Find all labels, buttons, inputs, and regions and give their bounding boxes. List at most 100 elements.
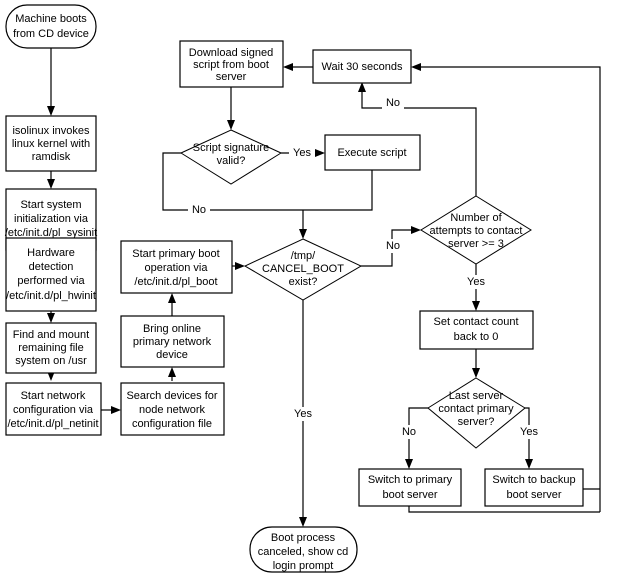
arrowhead-isolinux <box>47 106 55 116</box>
node-switchprimary[interactable]: Switch to primary boot server <box>358 468 462 507</box>
arrowhead-cancelboot-left <box>235 262 245 270</box>
resetcount-label-line-0: Set contact count <box>434 316 519 328</box>
plboot-shape <box>120 240 233 294</box>
arrowhead-wait30-right <box>411 63 421 71</box>
attempts-label-line-1: attempts to contact <box>430 225 523 237</box>
edge-execscript-to-join <box>303 170 373 211</box>
plboot-label-line-2: /etc/init.d/pl_boot <box>134 276 217 288</box>
wait30-label: Wait 30 seconds <box>322 61 403 73</box>
mountusr-label-line-0: Find and mount <box>13 329 89 341</box>
execscript-label: Execute script <box>337 147 406 159</box>
endcancel-label-line-1: canceled, show cd <box>258 546 349 558</box>
node-start[interactable]: Machine boots from CD device <box>5 4 97 49</box>
hwinit-label-line-1: detection <box>29 261 74 273</box>
arrowhead-sigvalid <box>227 120 235 130</box>
edge-lastserver-no <box>408 407 428 462</box>
arrowhead-bringonline <box>168 367 176 377</box>
node-attempts[interactable]: Number of attempts to contact server >= … <box>420 195 532 265</box>
edge-label-attempts-yes: Yes <box>467 276 485 288</box>
plboot-label-line-0: Start primary boot <box>132 248 219 260</box>
arrowhead-resetcount <box>472 301 480 311</box>
edge-label-sig-yes: Yes <box>293 147 311 159</box>
sig-yes-label-bg <box>289 146 315 160</box>
arrowhead-attempts-left <box>411 226 421 234</box>
sysinit-label-line-0: Start system <box>20 199 81 211</box>
node-resetcount[interactable]: Set contact count back to 0 <box>419 310 534 350</box>
arrowhead-switchprimary <box>405 459 413 469</box>
switchprimary-label-line-1: boot server <box>382 489 437 501</box>
last-yes-label-bg <box>516 425 542 439</box>
node-sigvalid[interactable]: Script signature valid? <box>179 129 283 185</box>
edge-rightbus-to-wait30 <box>418 66 601 512</box>
node-mountusr[interactable]: Find and mount remaining file system on … <box>5 322 97 374</box>
download-shape <box>179 40 284 88</box>
searchdev-label-line-2: configuration file <box>132 418 212 430</box>
searchdev-label-line-0: Search devices for <box>126 390 217 402</box>
node-hwinit[interactable]: Hardware detection performed via /etc/in… <box>5 237 97 312</box>
cancelboot-label-line-1: CANCEL_BOOT <box>262 263 344 275</box>
cancelboot-label-line-2: exist? <box>289 276 318 288</box>
start-label-line-0: Machine boots <box>15 13 87 25</box>
lastserver-label-line-1: contact primary <box>438 403 514 415</box>
isolinux-shape <box>5 115 97 172</box>
attempts-yes-label-bg <box>463 275 489 289</box>
wait30-shape <box>312 49 412 84</box>
netinit-label-line-0: Start network <box>21 390 86 402</box>
endcancel-label-line-2: login prompt <box>273 560 334 572</box>
node-download[interactable]: Download signed script from boot server <box>179 40 284 88</box>
sig-no-label-bg <box>188 203 210 217</box>
edge-labels: Yes No No No Yes Yes No Yes <box>188 96 542 439</box>
sigvalid-label-line-0: Script signature <box>193 142 269 154</box>
plboot-label-line-1: operation via <box>145 262 209 274</box>
cancelboot-label-line-0: /tmp/ <box>291 250 316 262</box>
netinit-label-line-1: configuration via <box>13 404 94 416</box>
netinit-label-line-2: /etc/init.d/pl_netinit <box>7 418 98 430</box>
node-endcancel[interactable]: Boot process canceled, show cd login pro… <box>249 526 358 573</box>
isolinux-label-line-1: linux kernel with <box>12 138 90 150</box>
arrowhead-plboot <box>168 293 176 303</box>
arrowhead-lastserver <box>472 368 480 378</box>
switchprimary-shape <box>358 468 462 507</box>
mountusr-shape <box>5 322 97 374</box>
node-wait30[interactable]: Wait 30 seconds <box>312 49 412 84</box>
edge-label-last-no: No <box>402 426 416 438</box>
arrowhead-download-right <box>283 63 293 71</box>
switchprimary-label-line-0: Switch to primary <box>368 474 453 486</box>
arrowhead-execscript <box>315 149 325 157</box>
edge-label-attempts-no: No <box>386 97 400 109</box>
switchbackup-shape <box>484 468 584 507</box>
node-netinit[interactable]: Start network configuration via /etc/ini… <box>5 382 102 436</box>
arrowhead-sysinit <box>47 179 55 189</box>
edge-label-sig-no: No <box>192 204 206 216</box>
sysinit-label-line-2: /etc/init.d/pl_sysinit <box>5 227 97 239</box>
hwinit-shape <box>5 237 97 312</box>
node-plboot[interactable]: Start primary boot operation via /etc/in… <box>120 240 233 294</box>
node-lastserver[interactable]: Last server contact primary server? <box>427 377 526 449</box>
arrowhead-switchbackup <box>525 459 533 469</box>
resetcount-shape <box>419 310 534 350</box>
hwinit-label-line-2: performed via <box>17 275 85 287</box>
attempts-shape <box>420 195 532 265</box>
hwinit-label-line-3: /etc/init.d/pl_hwinit <box>6 290 96 302</box>
bringonline-shape <box>120 315 225 368</box>
arrowhead-cancelboot-top <box>299 229 307 239</box>
start-shape <box>5 4 97 49</box>
arrowhead-endcancel <box>299 517 307 527</box>
sigvalid-label-line-1: valid? <box>217 155 246 167</box>
node-searchdev[interactable]: Search devices for node network configur… <box>120 382 225 436</box>
mountusr-label-line-2: system on /usr <box>15 355 87 367</box>
bringonline-label-line-0: Bring online <box>143 323 201 335</box>
edge-sigvalid-no <box>162 152 303 211</box>
node-switchbackup[interactable]: Switch to backup boot server <box>484 468 584 507</box>
lastserver-label-line-0: Last server <box>449 390 504 402</box>
arrowhead-mountusr <box>47 313 55 323</box>
searchdev-label-line-1: node network <box>139 404 206 416</box>
node-bringonline[interactable]: Bring online primary network device <box>120 315 225 368</box>
node-isolinux[interactable]: isolinux invokes linux kernel with ramdi… <box>5 115 97 172</box>
download-label-line-2: server <box>216 71 247 83</box>
node-cancelboot[interactable]: /tmp/ CANCEL_BOOT exist? <box>243 238 363 301</box>
cancel-yes-label-bg <box>290 407 316 421</box>
node-execscript[interactable]: Execute script <box>324 134 421 171</box>
endcancel-label-line-0: Boot process <box>271 532 336 544</box>
